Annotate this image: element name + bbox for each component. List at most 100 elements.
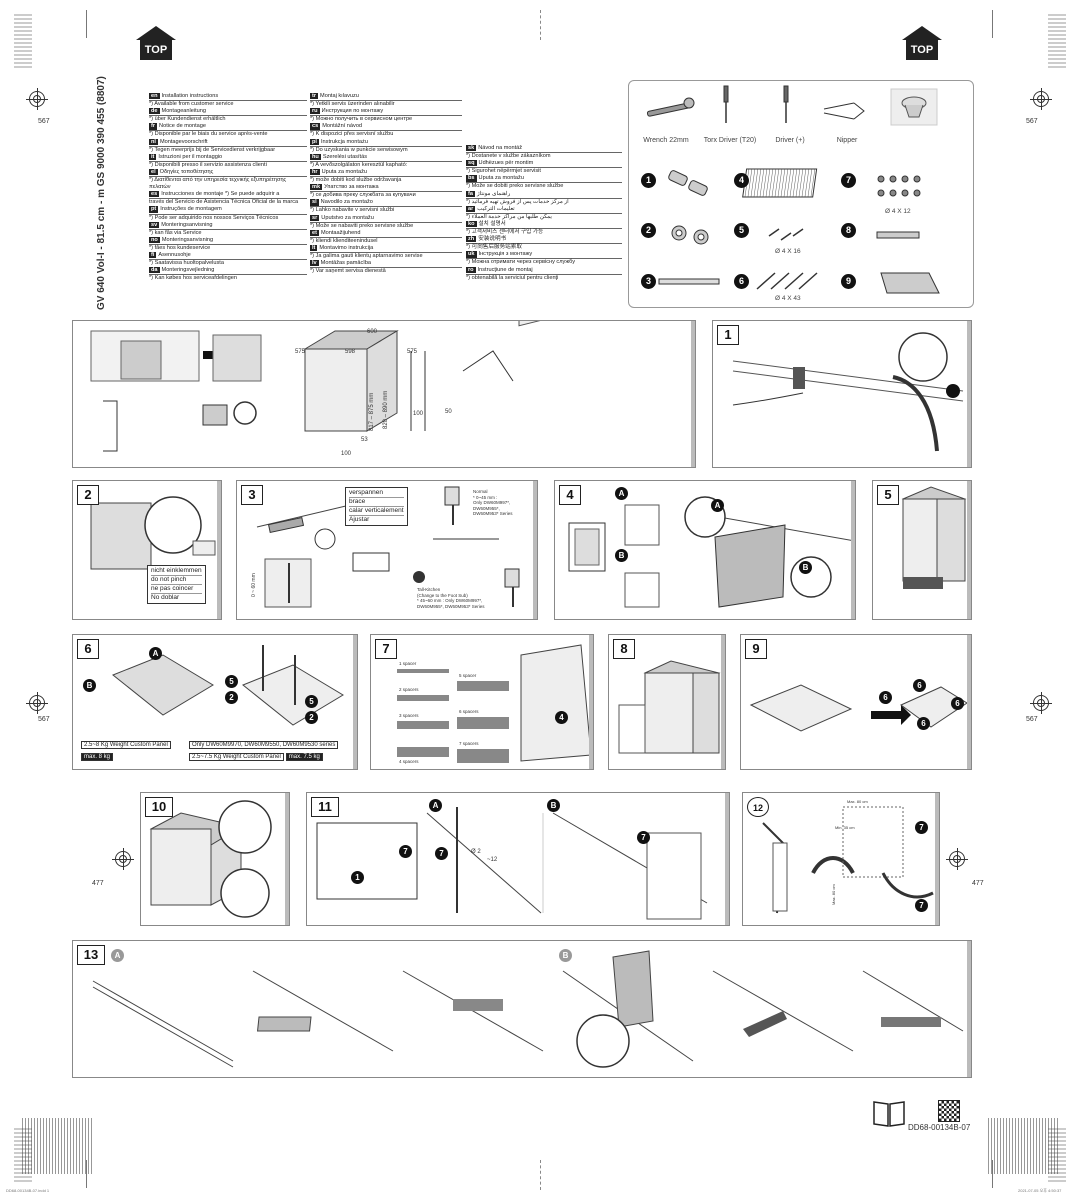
language-title: Montaažijuhend xyxy=(320,229,361,236)
dim-label: 575 xyxy=(407,349,418,355)
language-title: Instruções de montagem xyxy=(160,206,222,213)
spacer-label: 6 spacers xyxy=(459,709,479,714)
step-2-panel: 2 nicht einklemmen do not pinch ne pas c… xyxy=(72,480,222,620)
part-ref: 4 xyxy=(555,711,568,724)
language-title: تعليمات التركيب xyxy=(477,205,515,212)
registration-mark xyxy=(26,88,48,110)
barcode-strip xyxy=(988,1118,1058,1174)
language-title: Инструкция по монтажу xyxy=(321,108,384,115)
step-1-illustration xyxy=(732,332,964,452)
crop-mark xyxy=(992,1160,993,1188)
part-ref: 7 xyxy=(399,845,412,858)
language-note: *) Можна отримати через сервісну службу xyxy=(466,259,576,266)
range-label: 0 ~ 60 mm xyxy=(251,573,257,597)
language-title: Instrucţiune de montaj xyxy=(477,266,533,273)
part-ref: 6 xyxy=(951,697,964,710)
tool-label-nipper: Nipper xyxy=(836,137,858,144)
barcode-strip xyxy=(22,1118,92,1174)
step-number: 9 xyxy=(745,639,767,659)
language-code: uk xyxy=(466,251,477,258)
language-title: Montagevoorschrift xyxy=(159,138,208,145)
language-code: de xyxy=(149,108,160,115)
part-9-illustration xyxy=(880,272,940,294)
dim-label: 600 xyxy=(367,329,378,335)
side-number: 567 xyxy=(1026,716,1038,723)
language-note: *) kliendi klienditeenindusel xyxy=(310,237,378,244)
step-number: 1 xyxy=(717,325,739,345)
step-10-panel: 10 xyxy=(140,792,290,926)
part-label: Ø 4 X 16 xyxy=(775,248,801,255)
part-1-illustration xyxy=(668,170,708,196)
language-note: *) Disponible par le biais du service ap… xyxy=(149,131,268,138)
language-note: *) Можно получить в сервисном центре xyxy=(310,116,413,123)
language-code: ru xyxy=(310,108,320,115)
step-1-panel: 1 xyxy=(712,320,972,468)
step-3-illustration xyxy=(256,486,520,608)
warning-label: nicht einklemmen xyxy=(151,567,202,576)
crop-mark xyxy=(992,10,993,38)
part-number: 6 xyxy=(734,274,749,289)
language-title: راهنمای مونتاژ xyxy=(476,190,511,197)
language-note: *) Može se dobiti preko servisne službe xyxy=(466,183,564,190)
language-code: fa xyxy=(466,190,475,197)
language-note: *) Do uzyskania w punkcie serwisowym xyxy=(310,146,408,153)
step-11-illustration xyxy=(316,807,708,920)
dim-label: Max. 80 cm xyxy=(847,799,868,804)
color-bar xyxy=(1048,14,1066,70)
top-badge: TOP xyxy=(902,26,942,60)
part-5-illustration xyxy=(768,228,804,241)
adjust-labels: verspannen brace calar verticalement Aju… xyxy=(345,487,408,526)
language-title: Navodilo za montažo xyxy=(320,199,373,206)
spacer-label: 7 spacers xyxy=(459,741,479,746)
warning-labels: nicht einklemmen do not pinch ne pas coi… xyxy=(147,565,206,604)
color-bar xyxy=(14,14,32,70)
side-number: 567 xyxy=(38,118,50,125)
dim-label: 598 xyxy=(345,349,356,355)
registration-mark xyxy=(1030,692,1052,714)
dim-label: ~12 xyxy=(487,857,498,863)
step-10-illustration xyxy=(149,800,272,918)
adjust-label: verspannen xyxy=(349,489,404,498)
warning-label: No doblar xyxy=(151,594,180,601)
part-number: 7 xyxy=(841,173,856,188)
language-title: Montážní návod xyxy=(322,123,363,130)
language-note: *) 고객서비스 센터에서 구입 가능 xyxy=(466,229,544,236)
dim-label: 820 – 890 mm xyxy=(383,390,389,429)
language-note: *) fåes hos kundeservice xyxy=(149,244,211,251)
part-ref: 6 xyxy=(879,691,892,704)
language-note: *) се добива преку службата за купувачи xyxy=(310,192,416,199)
dim-label: Min. 35 cm xyxy=(835,825,855,830)
step-2-illustration xyxy=(90,496,216,570)
warning-label: do not pinch xyxy=(151,576,202,585)
part-ref: 1 xyxy=(351,871,364,884)
step-5-illustration xyxy=(901,486,967,589)
language-title: 安装说明书 xyxy=(478,236,507,243)
language-title: Упатство за монтажа xyxy=(324,184,379,191)
sub-label-b: B xyxy=(83,679,96,692)
language-code: ar xyxy=(466,205,476,212)
language-title: Οδηγίες τοποθέτησης xyxy=(159,168,214,175)
language-note: través del Servicio de Asistencia Técnic… xyxy=(149,199,299,206)
tool-label-driver: Driver (+) xyxy=(775,137,805,144)
language-title: Instrukcja montażu xyxy=(320,138,368,145)
step-13-panel: 13 A B xyxy=(72,940,972,1078)
language-note: *) Saatavissa huoltopalvelusta xyxy=(149,260,224,267)
language-title: Instrucciones de montaje *) Se puede adq… xyxy=(161,191,280,198)
step-number: 3 xyxy=(241,485,263,505)
